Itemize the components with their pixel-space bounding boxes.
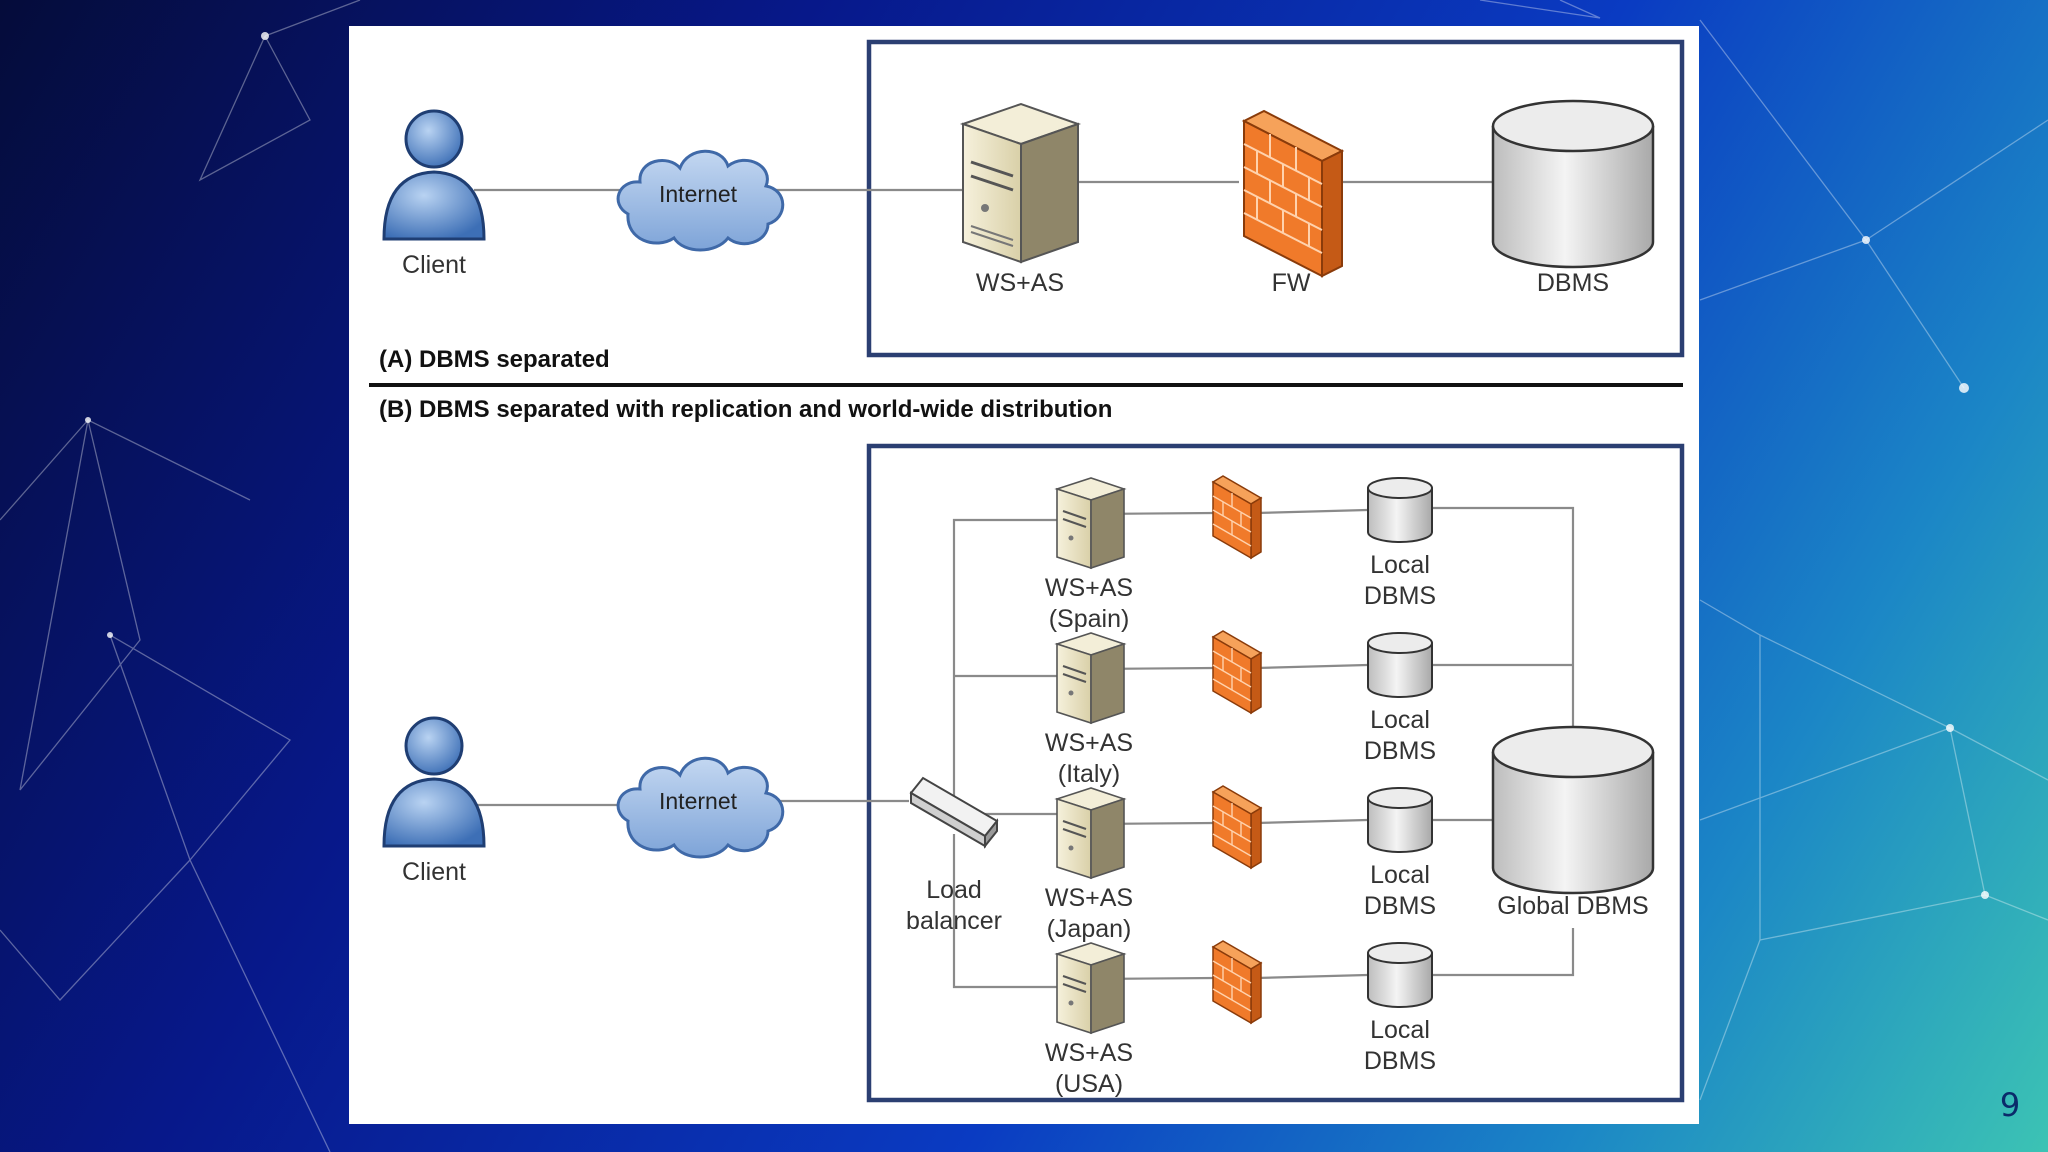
panel-a-datacenter-frame xyxy=(866,39,1685,358)
panel-a-title: (A) DBMS separated xyxy=(379,346,610,373)
panel-b-title: (B) DBMS separated with replication and … xyxy=(379,396,1112,423)
panel-b: (B) DBMS separated with replication and … xyxy=(379,396,1685,1103)
load-balancer-label-line1: Load xyxy=(926,876,982,904)
page-number: 9 xyxy=(1999,1086,2021,1124)
server-label-spain-line2: (Spain) xyxy=(1049,605,1130,633)
local-dbms-label-italy-line1: Local xyxy=(1370,706,1430,734)
firewall-label: FW xyxy=(1272,269,1311,297)
load-balancer-icon xyxy=(909,776,999,849)
server-label-italy-line1: WS+AS xyxy=(1045,729,1133,757)
local-dbms-label-japan-line2: DBMS xyxy=(1364,892,1436,920)
site-spain: WS+AS (Spain) Local DBMS xyxy=(1045,475,1436,633)
load-balancer-label-line2: balancer xyxy=(906,907,1002,935)
local-dbms-label-spain-line1: Local xyxy=(1370,551,1430,579)
firewall-icon xyxy=(1243,110,1343,277)
local-dbms-icon-italy xyxy=(1367,632,1433,698)
firewall-icon-japan xyxy=(1212,785,1262,869)
server-icon xyxy=(961,102,1080,264)
client-icon-b xyxy=(382,716,486,848)
slide-content-card: Client Internet WS+AS FW DBMS (A) DBMS s… xyxy=(349,26,1699,1124)
firewall-icon-italy xyxy=(1212,630,1262,714)
site-japan: WS+AS (Japan) Local DBMS xyxy=(1045,785,1436,943)
internet-label: Internet xyxy=(659,181,738,207)
server-icon-spain xyxy=(1056,477,1125,569)
client-icon xyxy=(382,109,486,241)
server-label: WS+AS xyxy=(976,269,1064,297)
server-icon-usa xyxy=(1056,942,1125,1034)
local-dbms-label-usa-line1: Local xyxy=(1370,1016,1430,1044)
client-label: Client xyxy=(402,251,466,279)
server-label-italy-line2: (Italy) xyxy=(1058,760,1121,788)
site-italy: WS+AS (Italy) Local DBMS xyxy=(1045,630,1436,788)
local-dbms-icon-spain xyxy=(1367,477,1433,543)
local-dbms-label-spain-line2: DBMS xyxy=(1364,582,1436,610)
site-usa: WS+AS (USA) Local DBMS xyxy=(1045,940,1436,1098)
panel-a: Client Internet WS+AS FW DBMS (A) DBMS s… xyxy=(379,39,1685,373)
local-dbms-icon-usa xyxy=(1367,942,1433,1008)
client-label-b: Client xyxy=(402,858,466,886)
server-label-spain-line1: WS+AS xyxy=(1045,574,1133,602)
server-icon-italy xyxy=(1056,632,1125,724)
panel-b-datacenter-frame xyxy=(866,443,1685,1103)
firewall-icon-spain xyxy=(1212,475,1262,559)
global-dbms-icon xyxy=(1491,725,1655,895)
server-label-usa-line2: (USA) xyxy=(1055,1070,1123,1098)
server-label-japan-line2: (Japan) xyxy=(1047,915,1132,943)
architecture-diagram: Client Internet WS+AS FW DBMS (A) DBMS s… xyxy=(369,39,1685,1103)
internet-label-b: Internet xyxy=(659,788,738,814)
server-label-japan-line1: WS+AS xyxy=(1045,884,1133,912)
local-dbms-label-usa-line2: DBMS xyxy=(1364,1047,1436,1075)
server-label-usa-line1: WS+AS xyxy=(1045,1039,1133,1067)
local-dbms-label-italy-line2: DBMS xyxy=(1364,737,1436,765)
dbms-icon xyxy=(1491,99,1655,269)
firewall-icon-usa xyxy=(1212,940,1262,1024)
global-dbms-label: Global DBMS xyxy=(1497,892,1648,920)
local-dbms-icon-japan xyxy=(1367,787,1433,853)
local-dbms-label-japan-line1: Local xyxy=(1370,861,1430,889)
server-icon-japan xyxy=(1056,787,1125,879)
dbms-label: DBMS xyxy=(1537,269,1609,297)
